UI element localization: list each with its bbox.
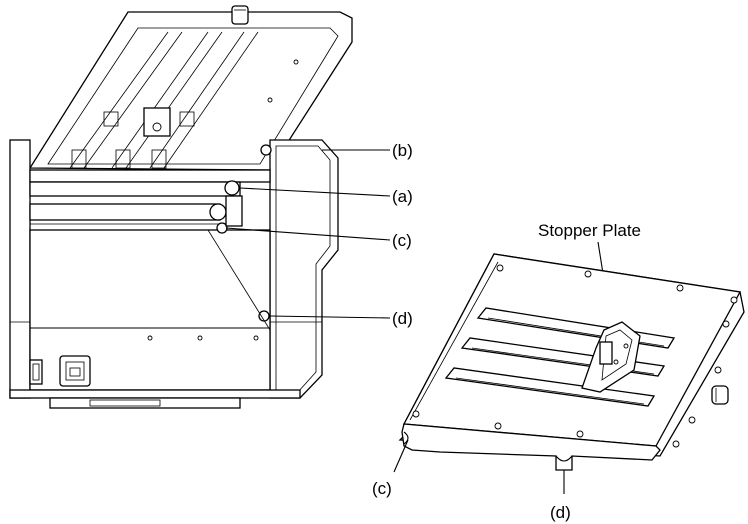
folding-machine: (b) (a) (c) (d) [9, 5, 413, 409]
machine-body [9, 139, 339, 409]
leader-line-a [239, 187, 391, 197]
label-stopper-plate: Stopper Plate [538, 221, 641, 240]
tray-plate: Stopper Plate [372, 221, 745, 522]
label-b: (b) [392, 141, 413, 160]
label-d-right: (d) [550, 503, 571, 522]
leader-line-d-left [269, 315, 391, 319]
leader-line-c-left [225, 227, 391, 241]
feed-tray [28, 5, 353, 171]
leader-line-c-right [393, 439, 409, 473]
label-c-left: (c) [392, 231, 412, 250]
label-a: (a) [392, 187, 413, 206]
label-c-right: (c) [372, 479, 392, 498]
label-d-left: (d) [392, 309, 413, 328]
